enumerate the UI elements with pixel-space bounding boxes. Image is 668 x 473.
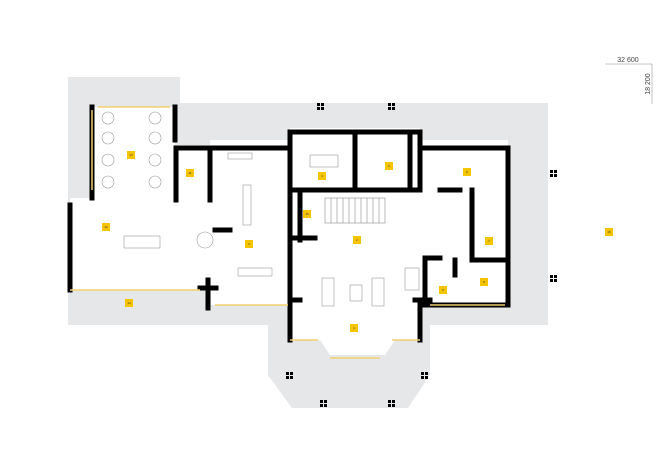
room-number: 5 [388,164,390,168]
room-label-4: 4 [318,172,326,180]
bed-4 [309,154,339,168]
room-label-2: 2 [353,236,361,244]
room-label-13: 13 [127,151,135,159]
room-label-7: 7 [485,237,493,245]
room-label-bg [245,240,253,248]
room-label-bg [127,151,135,159]
room-label-bg [463,168,471,176]
terrace-posts [286,103,557,407]
dimension-width-text: 32 600 [617,57,639,64]
furniture [101,111,420,307]
room-label-11: 11 [186,169,194,177]
kitchen-counter [227,152,253,160]
fireplace [404,267,420,291]
room-label-14: 14 [125,299,133,307]
dimension-depth: 18 200 [645,64,653,104]
room-number: 13 [129,153,133,157]
room-number: 11 [188,171,191,175]
room-label-6: 6 [463,168,471,176]
room-number: 3 [248,242,250,246]
room-label-bg [102,223,110,231]
room-number: 10 [305,212,309,216]
room-label-bg [385,162,393,170]
room-number: 14 [127,301,131,305]
kitchen-island [242,184,252,226]
dining-table-left [123,235,161,249]
room-number: 12 [104,225,108,229]
room-label-bg [480,278,488,286]
room-number: 7 [488,239,490,243]
dimension-width: 32 600 [605,57,652,65]
room-label-bg [350,324,358,332]
room-label-10: 10 [303,210,311,218]
room-label-9: 9 [439,286,447,294]
room-label-bg [485,237,493,245]
room-label-bg [186,169,194,177]
staircase [324,197,386,224]
room-number: 8 [483,280,485,284]
room-label-bg [318,172,326,180]
room-label-bg [125,299,133,307]
room-number: 9 [442,288,444,292]
room-label-8: 8 [480,278,488,286]
room-number: 6 [466,170,468,174]
walls [67,104,511,343]
room-label-1: 1 [350,324,358,332]
round-table [196,231,214,249]
dimension-depth-text: 18 200 [645,73,652,95]
windows [70,106,505,359]
dining-table-right [237,267,273,277]
room-number: 4 [321,174,323,178]
room-label-bg [605,228,613,236]
room-label-12: 12 [102,223,110,231]
room-number: 2 [356,238,358,242]
room-label-bg [353,236,361,244]
room-number: 15 [607,230,611,234]
room-label-5: 5 [385,162,393,170]
room-number: 1 [353,326,355,330]
coffee-table [349,284,363,302]
room-label-bg [439,286,447,294]
room-label-bg [303,210,311,218]
room-label-3: 3 [245,240,253,248]
sofa-left [321,277,335,307]
sofa-right [371,277,385,307]
room-label-15: 15 [605,228,613,236]
